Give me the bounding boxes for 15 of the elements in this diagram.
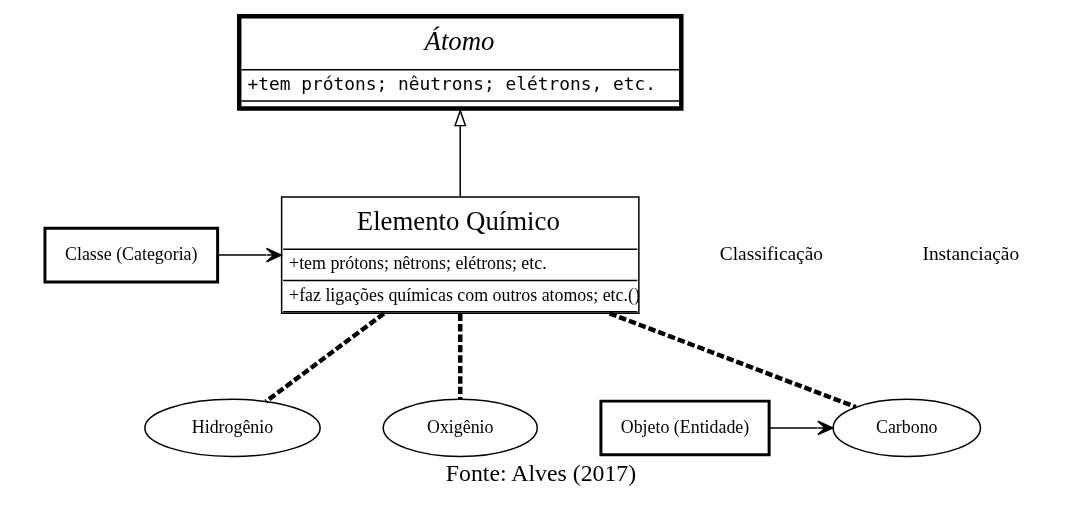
connector bbox=[608, 311, 857, 410]
connector bbox=[458, 313, 463, 400]
node-box: Átomo +tem prótons; nêutrons; elétrons, etc. bbox=[236, 13, 684, 111]
arrow bbox=[454, 108, 467, 198]
connector bbox=[264, 311, 386, 404]
node-ellipse: Oxigênio bbox=[382, 398, 538, 458]
node-ellipse: Hidrogênio bbox=[144, 398, 321, 458]
node-box: Classe (Categoria) bbox=[43, 226, 220, 284]
node-ellipse: Carbono bbox=[832, 398, 982, 458]
arrow bbox=[217, 247, 283, 263]
label: Instanciação bbox=[922, 243, 1020, 265]
arrow bbox=[768, 420, 834, 436]
node-box: Objeto (Entidade) bbox=[599, 399, 771, 457]
caption: Fonte: Alves (2017) bbox=[445, 460, 637, 487]
label: Classificação bbox=[719, 243, 823, 265]
